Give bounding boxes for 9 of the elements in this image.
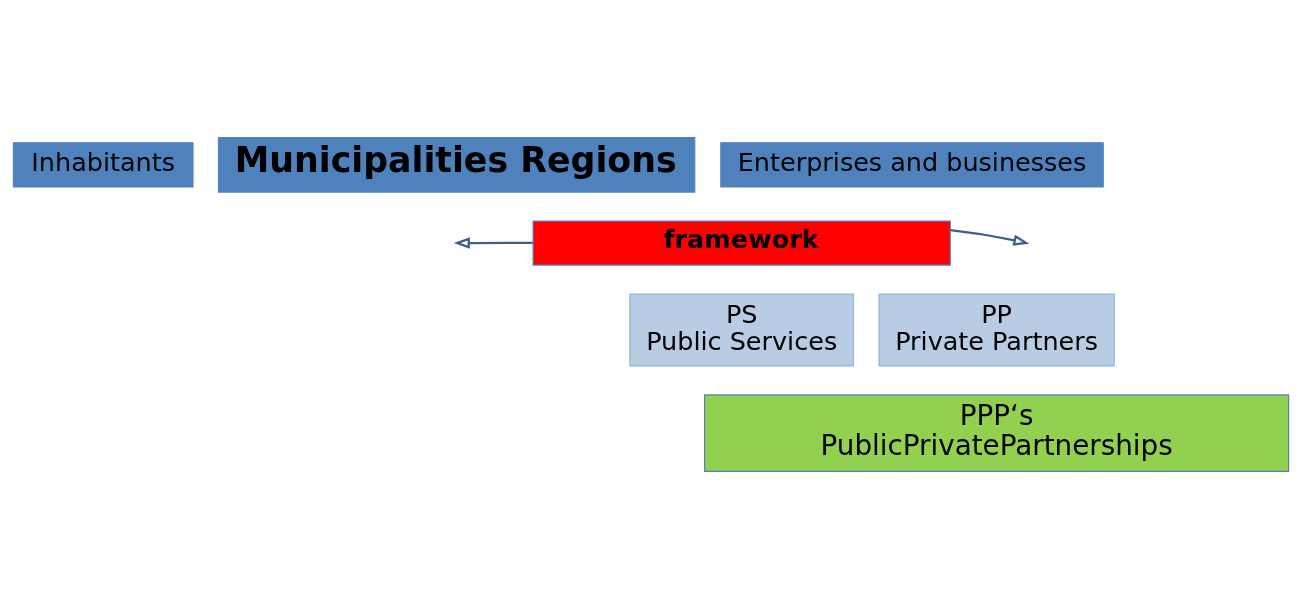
node-box: framework — [532, 220, 951, 266]
arrow — [453, 236, 533, 249]
node-box: PS Public Services — [629, 293, 855, 366]
node-box: Municipalities Regions — [217, 136, 696, 193]
arrow — [950, 228, 1030, 246]
node-box: Inhabitants — [12, 141, 194, 187]
node-box: PP Private Partners — [878, 293, 1115, 366]
node-box: PPP‘s PublicPrivatePartnerships — [704, 393, 1290, 472]
node-box: Enterprises and businesses — [720, 141, 1104, 187]
